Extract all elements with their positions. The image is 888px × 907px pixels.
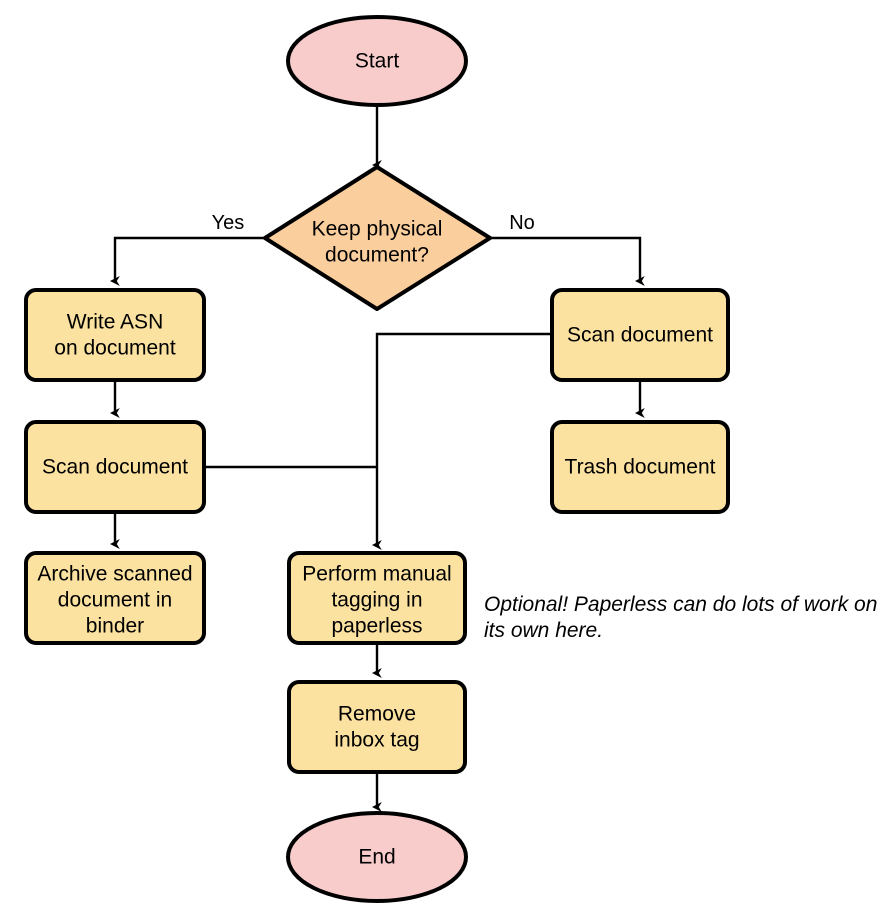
archive-label-line1: Archive scanned xyxy=(37,563,192,586)
remove-inbox-label-line2: inbox tag xyxy=(334,729,419,752)
note-line2: its own here. xyxy=(484,619,603,642)
trash-document-label: Trash document xyxy=(565,456,716,479)
write-asn-label-line1: Write ASN xyxy=(67,311,163,334)
scan-document-right-label: Scan document xyxy=(567,324,713,347)
edge-decision-no-to-scan-right xyxy=(490,236,645,287)
node-end[interactable]: End xyxy=(286,811,468,903)
scan-document-left-label: Scan document xyxy=(42,456,188,479)
archive-box xyxy=(24,551,206,645)
remove-inbox-tag-box xyxy=(287,680,467,774)
tagging-label-line1: Perform manual xyxy=(302,563,451,586)
edge-label-yes: Yes xyxy=(212,212,245,234)
edge-label-no: No xyxy=(509,212,535,234)
decision-label-line2: document? xyxy=(325,244,429,267)
node-write-asn-on-document[interactable]: Write ASN on document xyxy=(24,288,206,382)
annotation-note: Optional! Paperless can do lots of work … xyxy=(484,593,877,642)
archive-label-line2: document in xyxy=(58,589,172,612)
write-asn-label-line2: on document xyxy=(54,337,176,360)
edge-scan-right-to-tagging xyxy=(372,332,552,551)
tagging-label-line3: paperless xyxy=(331,615,422,638)
node-decision-keep-physical-document[interactable]: Keep physical document? xyxy=(263,165,492,311)
tagging-box xyxy=(287,551,467,645)
decision-diamond xyxy=(263,165,492,311)
start-label: Start xyxy=(355,50,400,73)
node-scan-document-right[interactable]: Scan document xyxy=(550,288,730,382)
node-trash-document[interactable]: Trash document xyxy=(550,420,730,514)
node-archive-scanned-document[interactable]: Archive scanned document in binder xyxy=(24,551,206,645)
node-remove-inbox-tag[interactable]: Remove inbox tag xyxy=(287,680,467,774)
scan-document-left-box xyxy=(24,420,206,514)
node-perform-manual-tagging[interactable]: Perform manual tagging in paperless xyxy=(287,551,467,645)
archive-label-line3: binder xyxy=(86,615,144,638)
node-scan-document-left[interactable]: Scan document xyxy=(24,420,206,514)
end-ellipse xyxy=(286,811,468,903)
note-line1: Optional! Paperless can do lots of work … xyxy=(484,593,877,616)
trash-document-box xyxy=(550,420,730,514)
remove-inbox-label-line1: Remove xyxy=(338,703,416,726)
decision-label-line1: Keep physical xyxy=(312,218,443,241)
edge-decision-yes-to-write-asn xyxy=(110,236,265,287)
write-asn-box xyxy=(24,288,206,382)
end-label: End xyxy=(358,846,395,869)
tagging-label-line2: tagging in xyxy=(331,589,422,612)
node-start[interactable]: Start xyxy=(286,15,468,107)
start-ellipse xyxy=(286,15,468,107)
scan-document-right-box xyxy=(550,288,730,382)
